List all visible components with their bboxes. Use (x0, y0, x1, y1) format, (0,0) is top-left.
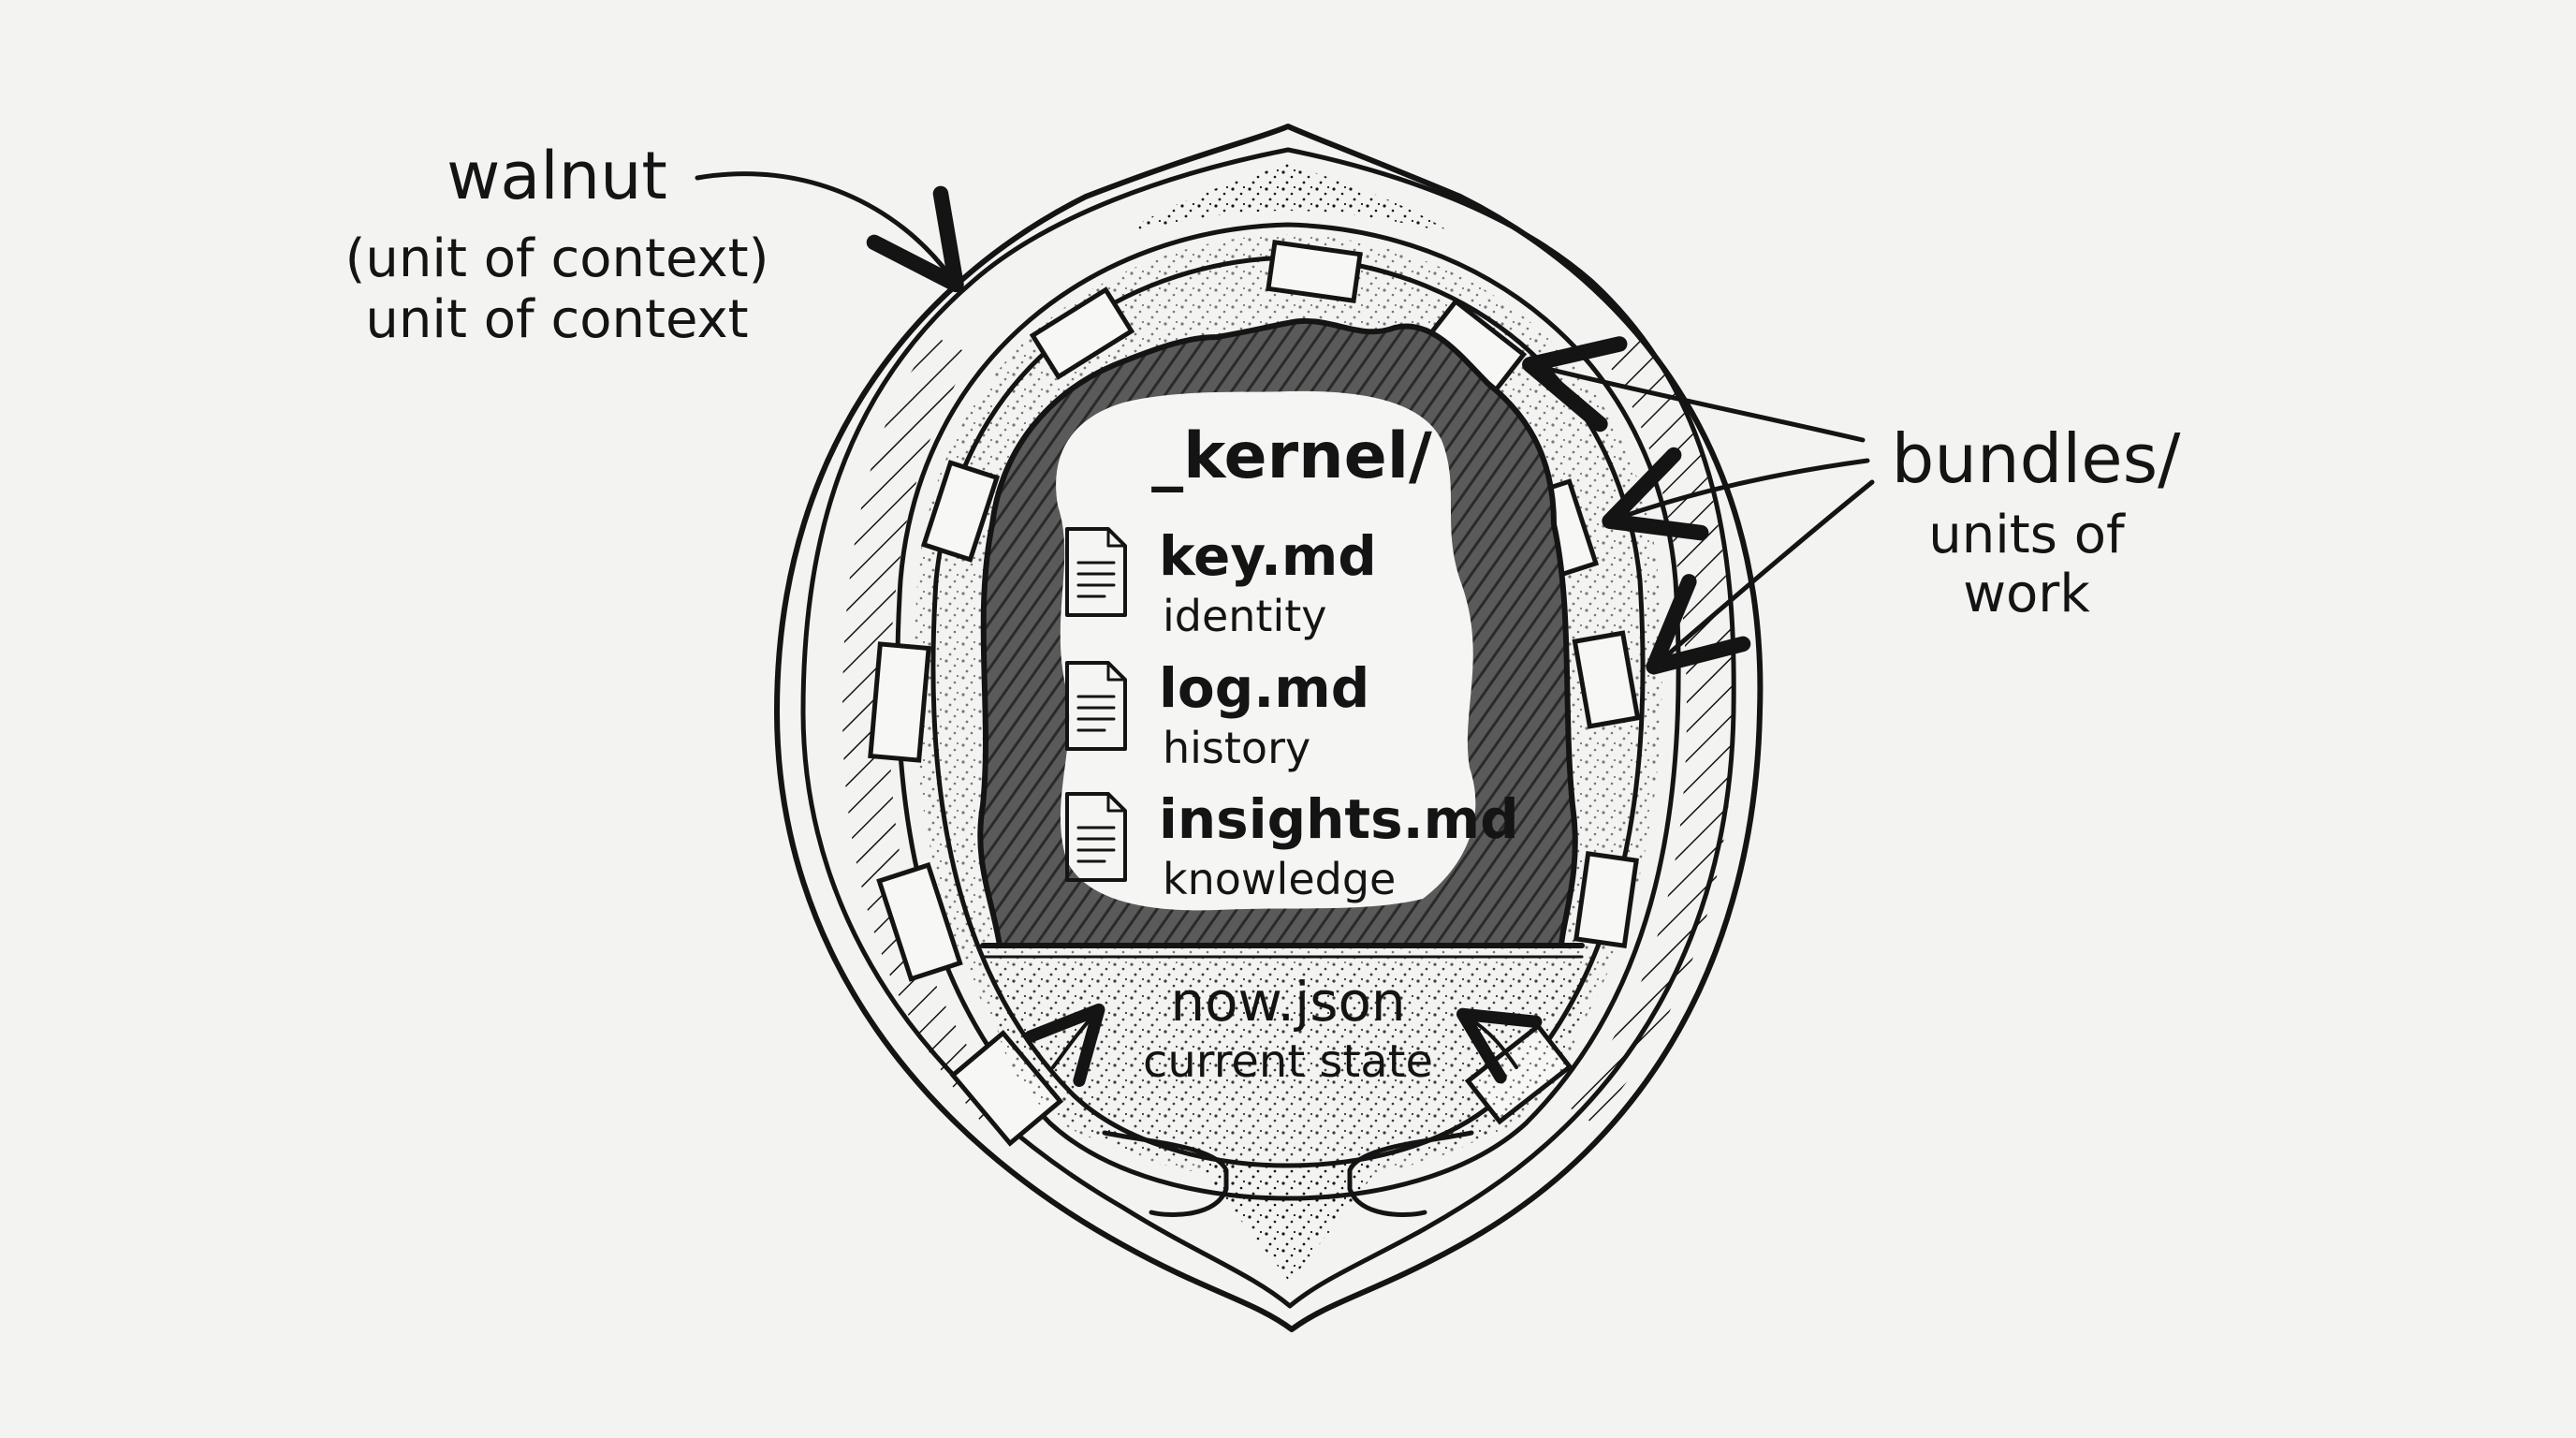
document-icon (1065, 792, 1127, 882)
file-name: log.md (1159, 656, 1369, 720)
file-entry-log: log.md history (1065, 656, 1369, 773)
state-name: now.json (1170, 970, 1405, 1034)
state-divider (980, 943, 1585, 959)
file-name: key.md (1159, 524, 1377, 588)
bundles-subtitle-1: units of (1928, 505, 2126, 565)
walnut-subtitle-1: (unit of context) (345, 228, 769, 289)
state-section: now.json current state (1024, 970, 1543, 1088)
kernel-title: _kernel/ (1151, 419, 1432, 493)
bundles-arrow-1 (1522, 336, 1866, 443)
walnut-subtitle-2: unit of context (365, 289, 748, 350)
bundle-block (1573, 851, 1639, 948)
walnut-title: walnut (446, 138, 667, 214)
state-desc: current state (1143, 1035, 1433, 1088)
bundles-arrow-2 (1602, 447, 1870, 541)
file-entry-key: key.md identity (1065, 524, 1377, 641)
kernel-section: _kernel/ key.md identity (1065, 419, 1519, 904)
bundle-block (876, 861, 963, 982)
bundles-label: bundles/ units of work (1522, 336, 2181, 675)
walnut-label: walnut (unit of context) unit of context (345, 138, 964, 350)
document-icon (1065, 661, 1127, 751)
bundles-arrow-3 (1646, 479, 1875, 675)
file-desc: history (1163, 723, 1310, 773)
bundle-block (868, 641, 931, 763)
file-desc: knowledge (1163, 854, 1396, 904)
state-arrow-right (1456, 1007, 1543, 1084)
walnut-shell (774, 124, 1764, 1332)
file-entry-insights: insights.md knowledge (1065, 787, 1519, 904)
state-chamber (990, 964, 1584, 1217)
walnut-arrow (695, 171, 964, 293)
file-desc: identity (1163, 591, 1327, 641)
bundle-block (1029, 286, 1135, 380)
bundle-block (920, 460, 1001, 563)
bundles-subtitle-2: work (1963, 564, 2090, 624)
bundle-block (1572, 630, 1641, 729)
document-icon (1065, 527, 1127, 617)
state-arrow-left (1024, 1003, 1105, 1087)
bundle-block (1266, 240, 1363, 303)
file-name: insights.md (1159, 787, 1519, 851)
bundles-title: bundles/ (1892, 419, 2181, 498)
kernel-meat (977, 317, 1578, 948)
